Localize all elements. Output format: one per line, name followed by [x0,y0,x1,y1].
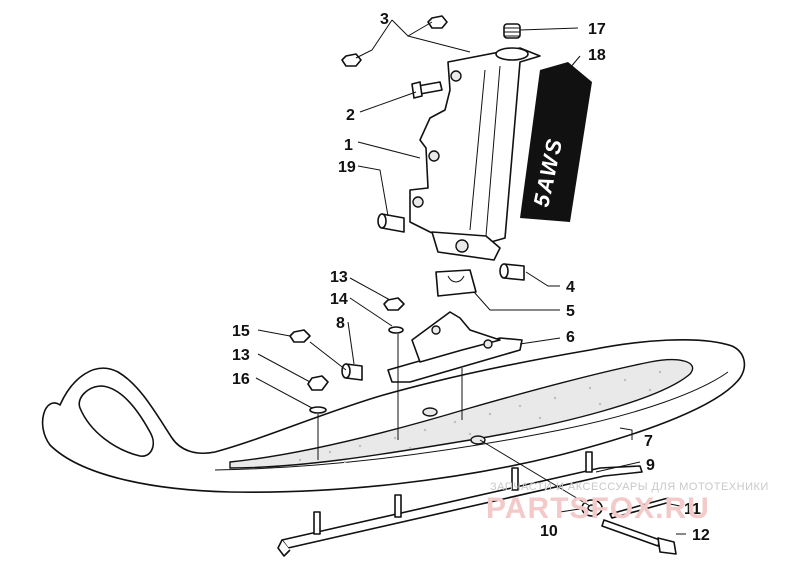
bolt-12 [601,519,677,555]
bushing-4 [499,263,525,281]
callout-9: 9 [646,457,655,474]
ski-texture [298,370,662,464]
bushing-8 [341,363,363,381]
watermark-caption: ЗАПЧАСТИ И АКСЕССУАРЫ ДЛЯ МОТОТЕХНИКИ [490,481,769,493]
wear-bar [277,451,643,557]
pin-11 [609,497,671,519]
callout-13-lower: 13 [232,347,250,364]
callout-14: 14 [330,291,348,308]
callout-12: 12 [692,527,710,544]
callout-11: 11 [684,501,701,518]
nut-13-upper [383,297,405,311]
nut-13-lower [307,375,329,391]
spindle-housing [409,47,541,261]
nut-15 [289,329,311,343]
watermark: ЗАПЧАСТИ И АКСЕССУАРЫ ДЛЯ МОТОТЕХНИКИ PA… [486,481,769,525]
callout-6: 6 [566,329,575,346]
callout-labels: 1 2 3 4 5 6 7 8 9 10 11 12 13 13 14 15 1… [232,11,710,544]
cap-17 [503,23,521,39]
nut-3b [341,53,362,67]
ski-body [41,338,746,493]
bolt-2 [411,81,443,99]
callout-15: 15 [232,323,250,340]
callout-1: 1 [344,137,353,154]
leader-lines [255,19,686,535]
decal-18: 5AWS [520,62,592,222]
callout-4: 4 [566,279,575,296]
callout-10: 10 [540,523,558,540]
callout-8: 8 [336,315,345,332]
callout-16: 16 [232,371,250,388]
ski-saddle-6 [387,311,523,383]
callout-19: 19 [338,159,356,176]
callout-17: 17 [588,21,606,38]
damper-5 [435,269,477,297]
callout-5: 5 [566,303,575,320]
callout-2: 2 [346,107,355,124]
callout-13-upper: 13 [330,269,348,286]
nut-3a [427,15,448,29]
washer-14 [388,326,404,334]
washer-16 [309,406,327,414]
watermark-site: PARTSFOX.RU [486,492,710,525]
bushing-19 [377,213,405,233]
callout-18: 18 [588,47,606,64]
callout-3: 3 [380,11,389,28]
callout-7: 7 [644,433,653,450]
